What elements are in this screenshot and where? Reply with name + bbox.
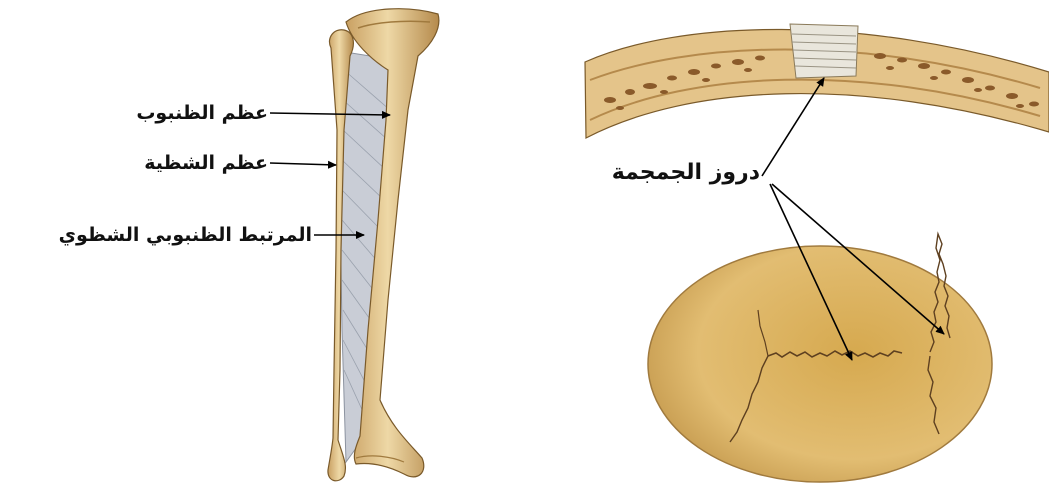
skull-section-illustration bbox=[585, 24, 1049, 138]
fibula-label: عظم الشظية bbox=[144, 152, 268, 174]
skull-top bbox=[648, 246, 992, 482]
interosseous-ligament-label: المرتبط الظنبوبي الشظوي bbox=[59, 224, 312, 246]
fibula-arrow bbox=[270, 163, 336, 165]
skull-top-illustration bbox=[648, 234, 992, 482]
tibia-label: عظم الظنبوب bbox=[136, 102, 268, 124]
skull-sutures-label: دروز الجمجمة bbox=[612, 160, 760, 186]
leg-bones-illustration bbox=[328, 9, 439, 481]
